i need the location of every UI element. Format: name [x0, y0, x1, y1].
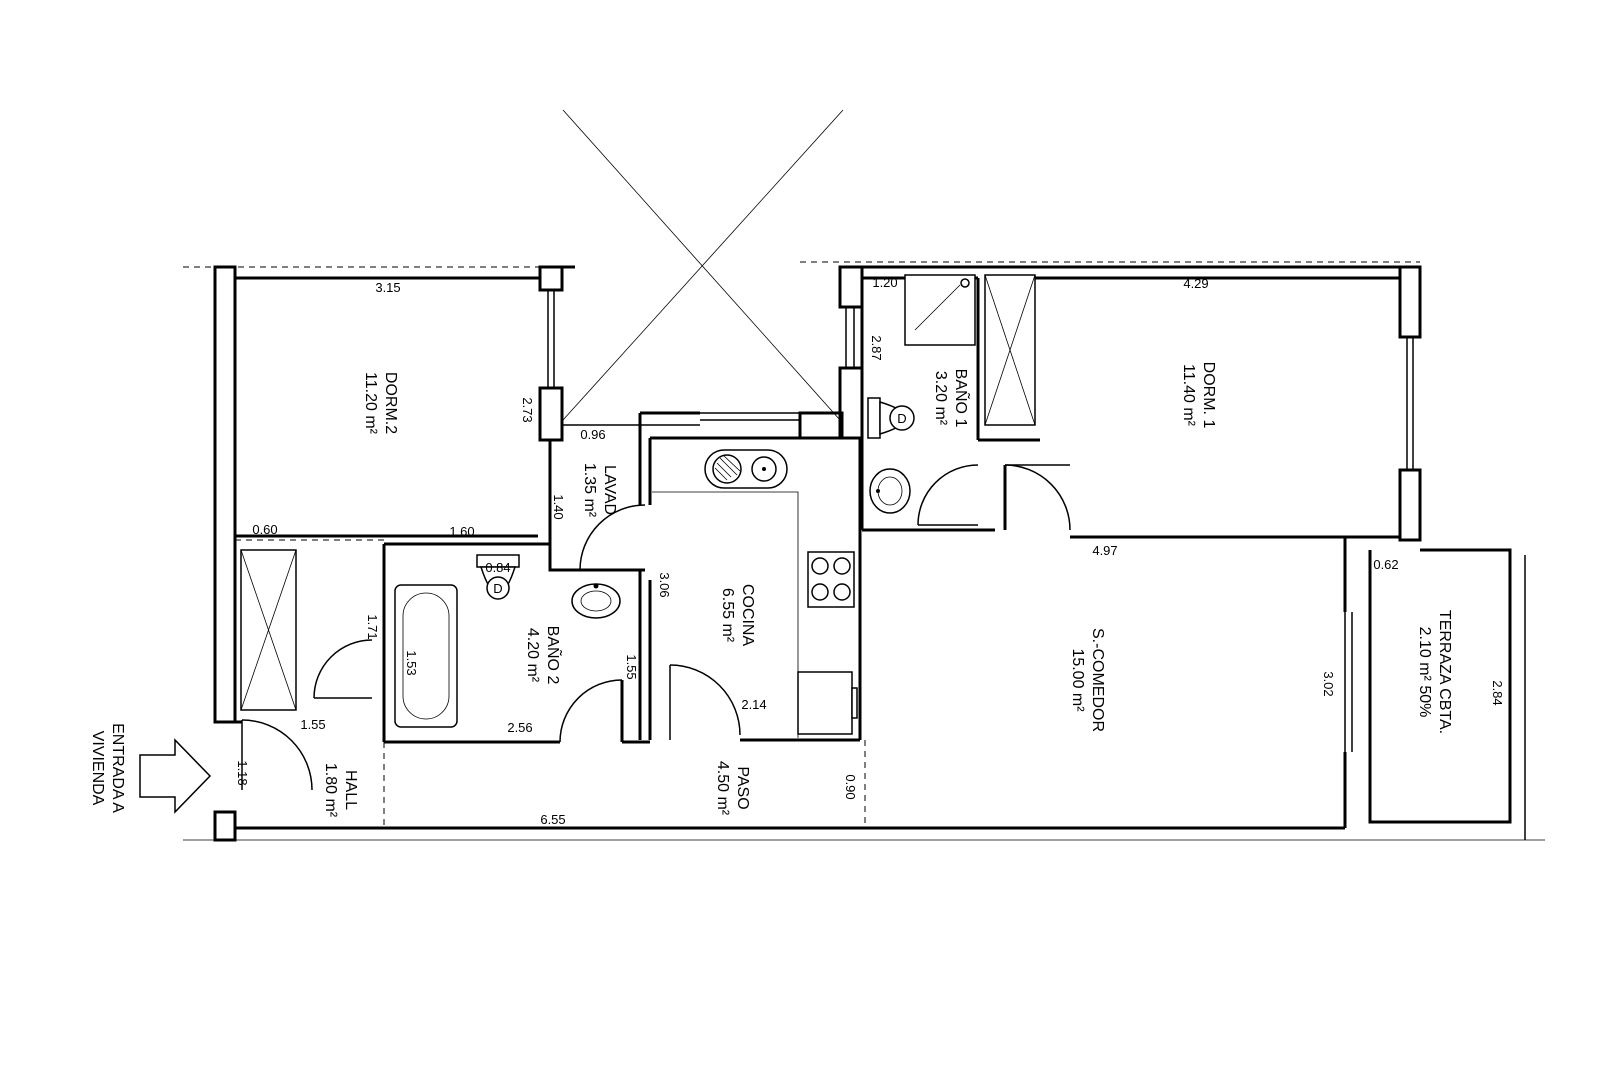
room-area-lavad: 1.35 m²	[581, 463, 598, 518]
room-name-comedor: S.-COMEDOR	[1089, 628, 1106, 732]
room-area-terraza: 2.10 m² 50%	[1416, 627, 1433, 718]
dim-label: 1.18	[235, 760, 250, 785]
wc-banio1: D	[867, 397, 915, 439]
entrance-label-line1: ENTRADA A	[109, 723, 126, 813]
dim-label: 2.56	[507, 720, 532, 735]
dim-label: 1.53	[404, 650, 419, 675]
room-area-bano2: 4.20 m²	[524, 628, 541, 683]
fridge	[797, 671, 853, 735]
dim-label: 1.20	[872, 275, 897, 290]
dim-label: 1.55	[624, 654, 639, 679]
fixtures: D D	[394, 274, 976, 738]
dim-label: 1.40	[551, 494, 566, 519]
dim-label: 2.73	[520, 397, 535, 422]
room-name-cocina: COCINA	[739, 584, 756, 647]
dim-label: 2.87	[869, 335, 884, 360]
room-area-dorm2: 11.20 m²	[362, 372, 379, 435]
dim-label: 0.96	[580, 427, 605, 442]
bathtub	[394, 584, 458, 728]
dim-label: 3.15	[375, 280, 400, 295]
room-area-paso: 4.50 m²	[714, 761, 731, 816]
room-name-paso: PASO	[734, 766, 751, 809]
entrance-arrow-icon	[139, 738, 212, 814]
room-area-dorm1: 11.40 m²	[1180, 364, 1197, 427]
sink-banio2	[571, 583, 621, 619]
dim-label: 1.60	[449, 524, 474, 539]
dim-label: 3.06	[657, 572, 672, 597]
dim-label: 3.02	[1321, 671, 1336, 696]
wc-banio2: D	[476, 554, 520, 600]
room-name-dorm1: DORM. 1	[1200, 362, 1217, 429]
room-area-hall: 1.80 m²	[322, 763, 339, 818]
wardrobes	[240, 274, 1036, 711]
kitchen-counter	[652, 491, 799, 738]
entrance-label-line2: VIVIENDA	[89, 731, 106, 806]
wc-label: D	[493, 581, 502, 596]
sink-banio1	[869, 468, 911, 514]
fridge-door	[851, 687, 858, 719]
doors	[241, 464, 1071, 791]
room-area-bano1: 3.20 m²	[932, 371, 949, 426]
dimension-labels: 3.15 2.73 0.60 1.60 0.96 1.40 1.20 2.87 …	[235, 275, 1505, 827]
room-name-terraza: TERRAZA CBTA.	[1436, 610, 1453, 734]
kitchen-sink	[704, 449, 788, 489]
dim-label: 4.97	[1092, 543, 1117, 558]
room-name-bano1: BAÑO 1	[952, 369, 972, 428]
dim-label: 0.62	[1373, 557, 1398, 572]
room-area-cocina: 6.55 m²	[719, 588, 736, 643]
dim-label: 0.60	[252, 522, 277, 537]
wc-label: D	[897, 411, 906, 426]
dim-label: 1.55	[300, 717, 325, 732]
room-separators	[235, 539, 866, 828]
dim-label: 4.29	[1183, 276, 1208, 291]
room-name-bano2: BAÑO 2	[544, 626, 564, 685]
dim-label: 0.90	[843, 774, 858, 799]
room-name-lavad: LAVAD	[601, 465, 618, 515]
room-area-comedor: 15.00 m²	[1069, 648, 1086, 712]
dim-label: 1.71	[365, 614, 380, 639]
room-name-dorm2: DORM.2	[382, 372, 399, 434]
walls	[213, 265, 1526, 842]
cooktop	[807, 551, 855, 608]
dim-label: 2.84	[1490, 680, 1505, 705]
dim-label: 0.84	[485, 560, 510, 575]
dim-label: 6.55	[540, 812, 565, 827]
dim-label: 2.14	[741, 697, 766, 712]
room-name-hall: HALL	[342, 770, 359, 810]
room-labels: DORM.2 11.20 m² DORM. 1 11.40 m² BAÑO 1 …	[89, 362, 1453, 818]
reference-lines	[183, 109, 1545, 841]
